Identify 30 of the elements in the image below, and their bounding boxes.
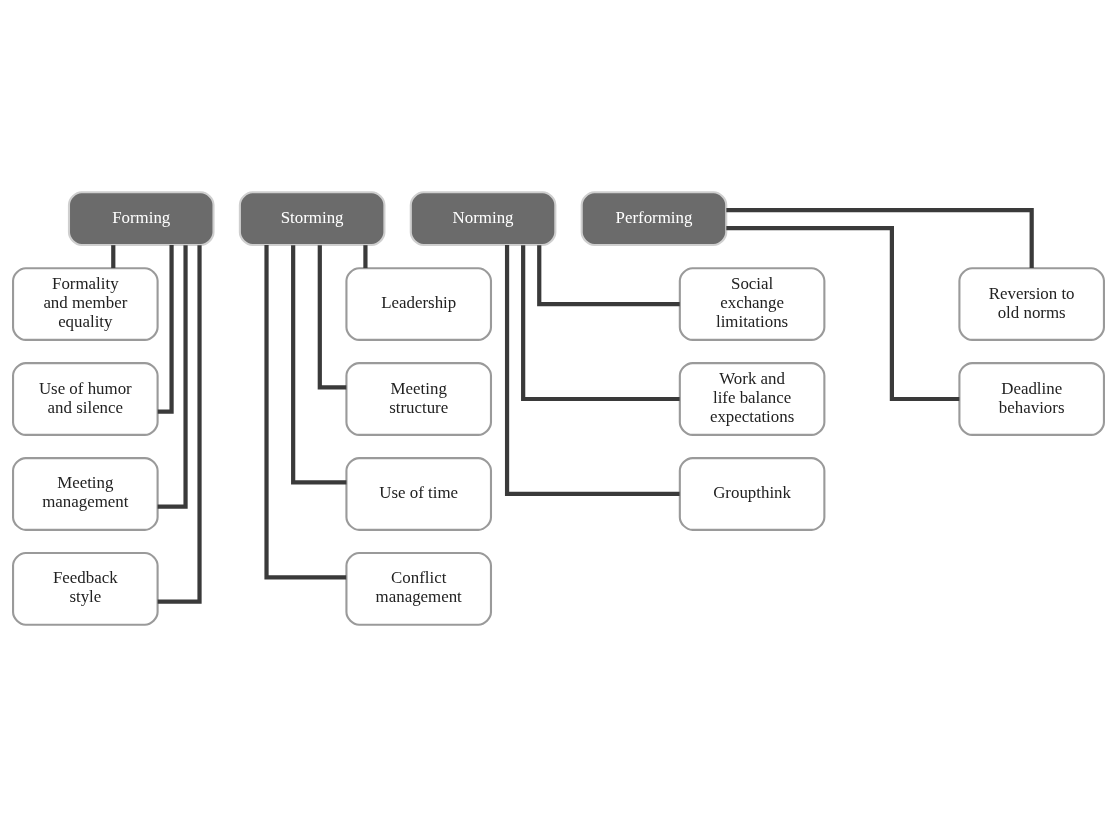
connector: [111, 245, 116, 269]
node-box: Groupthink: [678, 457, 826, 531]
node-box: Formality and member equality: [12, 267, 159, 341]
connector: [157, 245, 188, 509]
node-box: Use of time: [345, 457, 493, 531]
connector: [317, 245, 347, 390]
connector: [504, 245, 680, 497]
node-box: Feedback style: [12, 552, 159, 626]
node-box: Storming: [238, 191, 386, 247]
node-box: Use of humor and silence: [12, 362, 159, 436]
node-box: Norming: [409, 191, 557, 247]
node-box: Performing: [580, 191, 728, 247]
connector: [157, 245, 202, 604]
connector: [726, 226, 960, 402]
node-box: Work and life balance expectations: [678, 362, 826, 436]
node-box: Reversion to old norms: [958, 267, 1105, 341]
node-box: Conflict management: [345, 552, 493, 626]
connector: [537, 245, 680, 307]
node-box: Meeting structure: [345, 362, 493, 436]
connector: [363, 245, 368, 269]
connector: [264, 244, 347, 580]
node-box: Social exchange limitations: [678, 267, 826, 341]
connector: [726, 208, 1034, 268]
connector: [521, 245, 680, 402]
node-box: Deadline behaviors: [958, 362, 1105, 436]
node-box: Forming: [67, 191, 215, 247]
node-box: Meeting management: [12, 457, 159, 531]
node-box: Leadership: [345, 267, 493, 341]
connector: [157, 245, 174, 414]
connector: [291, 245, 347, 485]
